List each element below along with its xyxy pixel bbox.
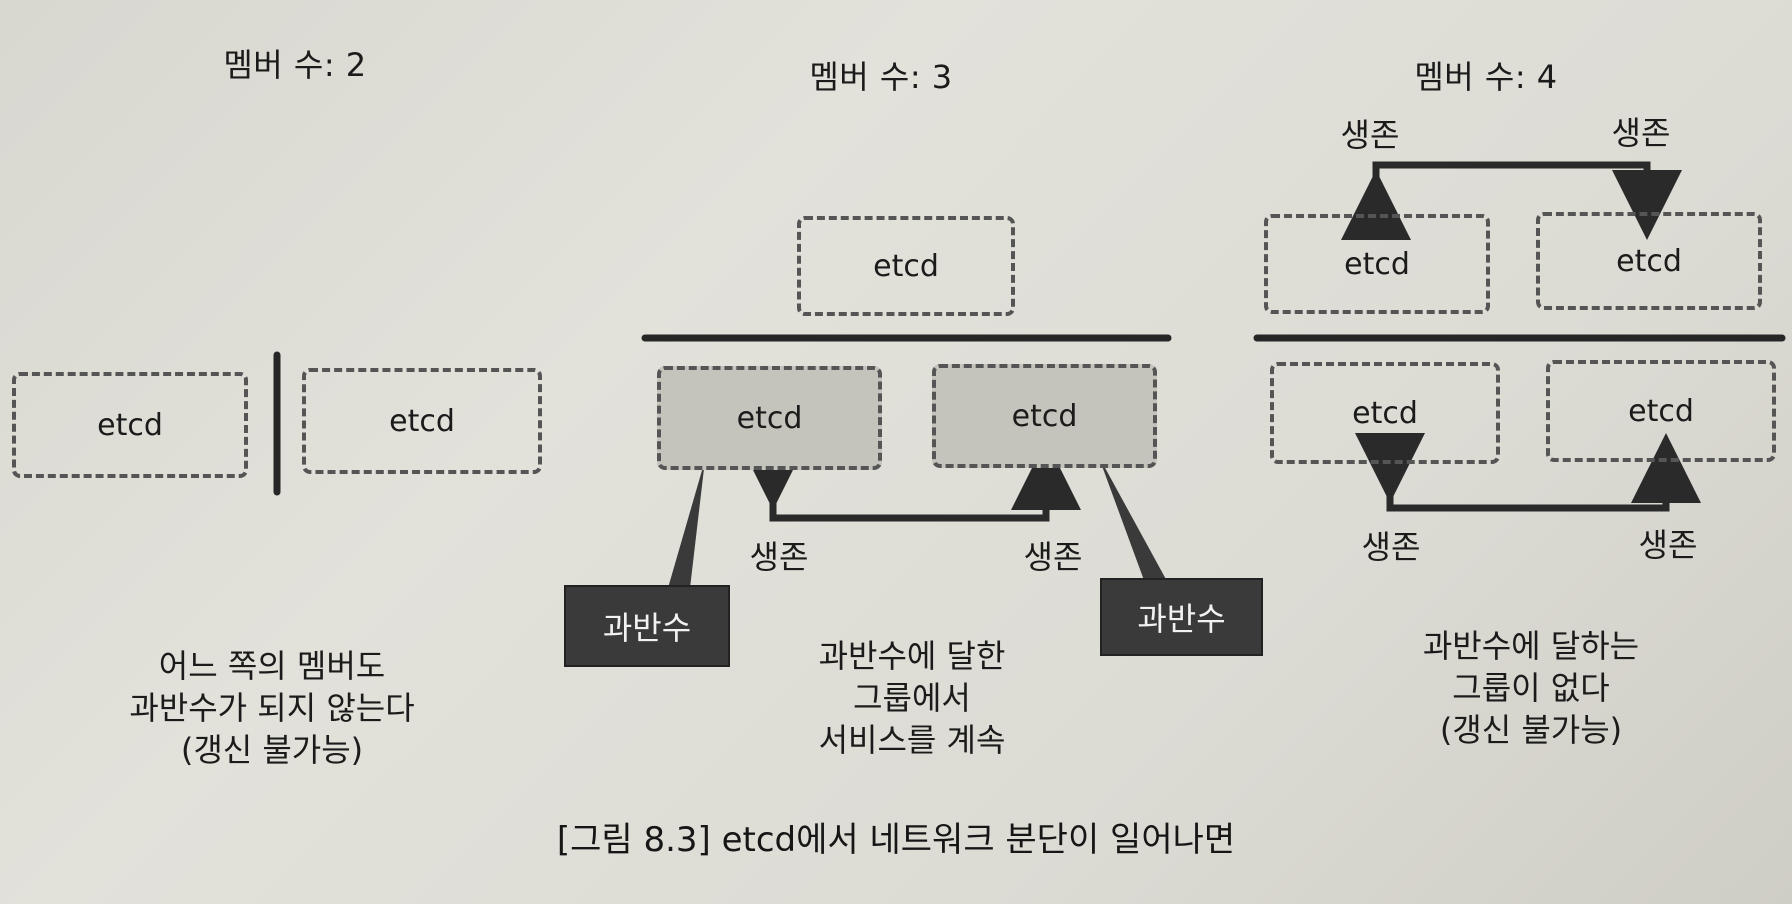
majority-pointer-right [1098, 455, 1168, 583]
diagram-3-etcd-top-left: etcd [1264, 214, 1490, 314]
caption-line: 어느 쪽의 멤버도 [158, 647, 386, 685]
caption-line: 과반수가 되지 않는다 [129, 689, 415, 727]
caption-line: 서비스를 계속 [818, 721, 1006, 759]
figure-caption: [그림 8.3] etcd에서 네트워크 분단이 일어나면 [556, 820, 1236, 860]
diagram-1-etcd-left: etcd [12, 372, 248, 478]
majority-label: 과반수 [1137, 600, 1226, 638]
diagram-1-caption: 어느 쪽의 멤버도 과반수가 되지 않는다 (갱신 불가능) [129, 645, 414, 771]
etcd-label: etcd [873, 248, 939, 284]
etcd-label: etcd [97, 407, 163, 443]
etcd-label: etcd [1344, 246, 1410, 282]
diagram-3-etcd-bottom-left: etcd [1270, 362, 1500, 464]
caption-line: 과반수에 달한 [818, 637, 1006, 675]
diagram-3-alive-top-right: 생존 [1611, 114, 1671, 152]
etcd-label: etcd [1011, 398, 1078, 434]
majority-pointer-left [668, 460, 705, 588]
alive-arrow-3-bottom [1355, 433, 1701, 512]
diagram-2-majority-badge-left: 과반수 [564, 585, 730, 667]
majority-label: 과반수 [602, 609, 692, 647]
caption-line: (갱신 불가능) [1439, 711, 1623, 749]
caption-line: (갱신 불가능) [180, 731, 364, 769]
etcd-label: etcd [389, 403, 455, 439]
diagram-2-etcd-bottom-right: etcd [932, 364, 1157, 468]
alive-arrow-3-top [1341, 161, 1682, 240]
etcd-label: etcd [1352, 395, 1418, 431]
diagram-3-caption: 과반수에 달하는 그룹이 없다 (갱신 불가능) [1423, 625, 1639, 751]
diagram-2-title: 멤버 수: 3 [809, 58, 953, 96]
etcd-label: etcd [1616, 243, 1682, 279]
caption-line: 과반수에 달하는 [1422, 627, 1640, 665]
etcd-label: etcd [1628, 393, 1694, 429]
diagram-2-alive-right: 생존 [1023, 538, 1083, 576]
caption-line: 그룹이 없다 [1452, 669, 1610, 707]
diagram-2-alive-left: 생존 [749, 538, 809, 576]
diagram-3-title: 멤버 수: 4 [1414, 58, 1558, 96]
diagram-3-etcd-bottom-right: etcd [1546, 360, 1776, 462]
diagram-2-etcd-top: etcd [797, 216, 1015, 316]
caption-line: 그룹에서 [853, 679, 971, 717]
diagram-1-etcd-right: etcd [302, 368, 542, 474]
diagram-2-majority-badge-right: 과반수 [1100, 578, 1263, 656]
diagram-2-caption: 과반수에 달한 그룹에서 서비스를 계속 [819, 635, 1006, 761]
diagram-3-etcd-top-right: etcd [1536, 212, 1762, 310]
diagram-3-alive-top-left: 생존 [1340, 116, 1400, 154]
diagram-3-alive-bottom-left: 생존 [1361, 528, 1421, 566]
diagram-1-title: 멤버 수: 2 [223, 46, 367, 84]
diagram-3-alive-bottom-right: 생존 [1638, 526, 1698, 564]
diagram-2-etcd-bottom-left: etcd [657, 366, 882, 470]
alive-arrow-2 [738, 440, 1081, 522]
etcd-label: etcd [736, 400, 803, 436]
